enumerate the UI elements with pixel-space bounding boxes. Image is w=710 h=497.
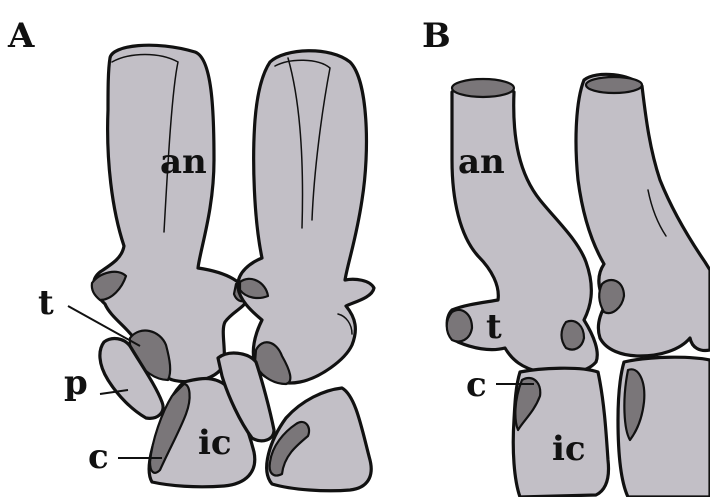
- panel-b-ic-label: ic: [552, 429, 586, 469]
- panel-b: B an t c ic: [422, 16, 710, 497]
- panel-b-t-label: t: [486, 307, 502, 347]
- panel-b-an-label: an: [458, 142, 505, 182]
- panel-a-an-label: an: [160, 142, 207, 182]
- panel-a-label: A: [7, 16, 35, 56]
- panel-b-right-ic-element: [618, 357, 710, 497]
- panel-a-c-label: c: [88, 437, 109, 477]
- panel-a-right-vertebra: [238, 51, 374, 384]
- panel-a-ic-label: ic: [198, 423, 232, 463]
- panel-b-c-label: c: [466, 365, 487, 405]
- panel-b-right-vertebra: [576, 74, 710, 356]
- panel-a-right-ic-element: [267, 388, 371, 491]
- panel-b-label: B: [422, 16, 451, 56]
- panel-a-p-label: p: [64, 363, 88, 403]
- panel-a-t-label: t: [38, 283, 54, 323]
- panel-a: A: [7, 16, 374, 491]
- panel-b-left-vertebra: [447, 79, 598, 374]
